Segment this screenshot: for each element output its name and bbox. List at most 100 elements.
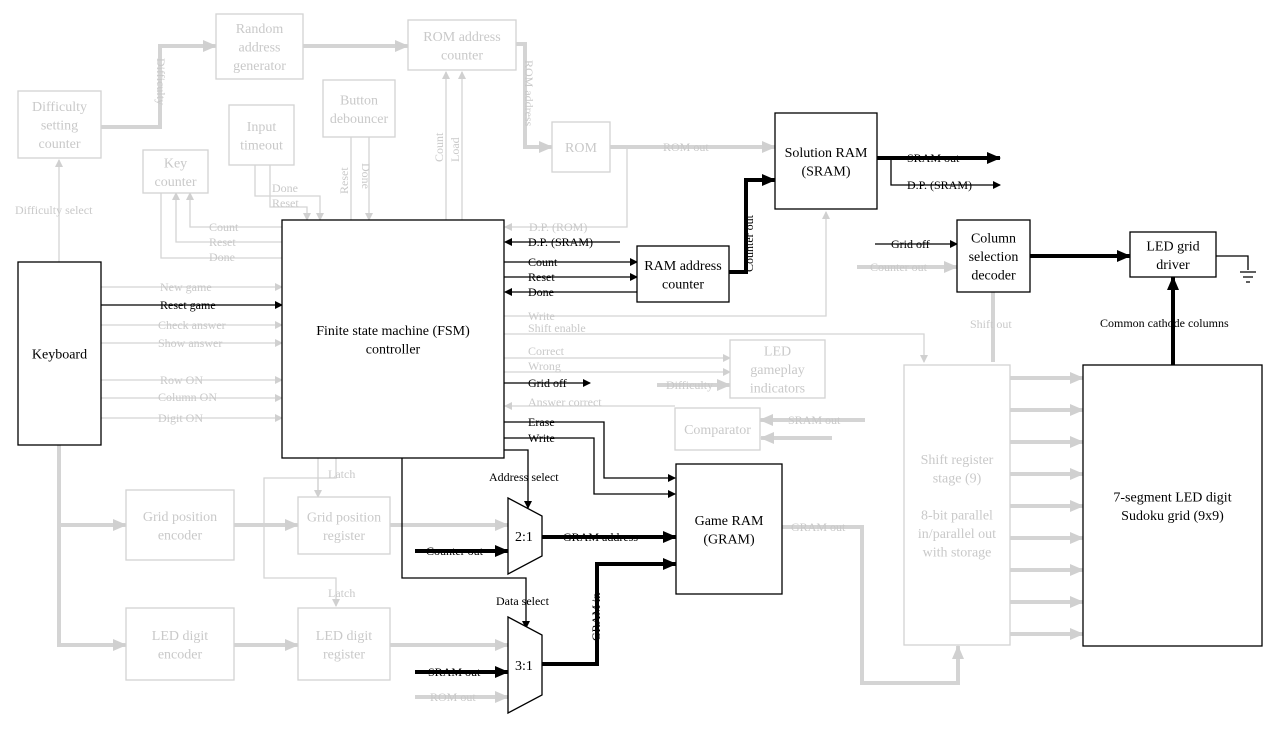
block-button-debouncer-text: Button <box>340 93 378 108</box>
block-led-indicators-text: LED <box>764 345 791 360</box>
block-difficulty-counter-text: setting <box>41 119 78 134</box>
block-rom-counter-text: counter <box>441 48 483 63</box>
block-rom-counter: ROM address counter <box>407 19 517 71</box>
block-shift-register: Shift register stage (9) 8-bit parallel in/… <box>903 364 1011 646</box>
signal-label-new-game: New game <box>160 280 212 294</box>
block-comparator: Comparator <box>674 407 761 451</box>
signal-label-reset-v: Reset <box>337 167 351 194</box>
signal-label-rom-out: ROM out <box>663 140 709 154</box>
block-input-timeout-text: timeout <box>240 138 283 153</box>
signal-label-check-answer: Check answer <box>158 318 226 332</box>
signal-label-done-v: Done <box>359 163 373 189</box>
signal-label-grid-off-in: Grid off <box>891 237 930 251</box>
mux-2-1-label: 2:1 <box>515 530 533 545</box>
block-grid-pos-register: Grid position register <box>297 496 391 555</box>
block-led-indicators-text: gameplay <box>750 363 804 378</box>
signal-label-wrong: Wrong <box>528 359 561 373</box>
block-random-address-text: generator <box>233 59 286 74</box>
block-game-ram: Game RAM(GRAM) <box>675 463 783 595</box>
block-grid-pos-register-text: Grid position <box>307 510 381 525</box>
block-grid-display-text: 7-segment LED digit <box>1113 490 1231 505</box>
block-ram-addr-counter-text: counter <box>662 277 704 292</box>
signal-label-reset: Reset <box>209 235 236 249</box>
block-button-debouncer-text: debouncer <box>330 112 389 127</box>
block-grid-pos-encoder: Grid position encoder <box>125 489 235 561</box>
block-sram: Solution RAM(SRAM) <box>774 112 878 210</box>
signal-label-answer-correct: Answer correct <box>528 395 602 409</box>
block-rom-counter-text: ROM address <box>423 30 500 45</box>
signal-label-counter-out-v: Counter out <box>742 214 756 272</box>
block-rom: ROM <box>551 121 611 173</box>
mux-2-1: 2:1 <box>507 496 543 576</box>
block-rom-text: ROM <box>565 141 597 156</box>
signal-label-data-select: Data select <box>496 594 550 608</box>
block-difficulty-counter-text: counter <box>39 137 81 152</box>
signal-label-rom-address: ROM address <box>522 60 536 127</box>
signal-label-difficulty-ind: Difficulty <box>666 378 713 392</box>
block-difficulty-counter: Difficulty setting counter <box>17 90 102 159</box>
block-col-decoder-text: Column <box>971 232 1016 247</box>
signal-label-sram-out-top: SRAM out <box>907 151 960 165</box>
block-led-indicators-text: indicators <box>750 382 805 397</box>
signal-label-count-v: Count <box>432 132 446 162</box>
block-button-debouncer: Button debouncer <box>322 79 396 138</box>
block-difficulty-counter-text: Difficulty <box>32 100 87 115</box>
block-col-decoder-text: selection <box>969 250 1019 265</box>
block-grid-display-text: Sudoku grid (9x9) <box>1121 509 1224 524</box>
signal-label-show-answer: Show answer <box>158 336 222 350</box>
block-grid-pos-encoder-text: Grid position <box>143 510 217 525</box>
block-fsm: Finite state machine (FSM) controller <box>281 219 505 459</box>
signal-label-column-on: Column ON <box>158 390 217 404</box>
block-key-counter-text: Key <box>164 156 187 171</box>
signal-label-grid-off: Grid off <box>528 376 567 390</box>
block-fsm-text: Finite state machine (FSM) <box>316 324 470 339</box>
signal-label-reset: Reset <box>272 196 299 210</box>
signal-label-latch2: Latch <box>328 586 355 600</box>
signal-label-gram-address: GRAM address <box>563 530 638 544</box>
block-shift-register-text: in/parallel out <box>918 527 996 542</box>
signal-label-dp-sram-top: D.P. (SRAM) <box>907 178 972 192</box>
block-led-driver-text: driver <box>1156 258 1190 273</box>
signal-label-write: Write <box>528 431 555 445</box>
signal-label-gram-in: GRAM in <box>589 593 603 641</box>
block-grid-pos-register-text: register <box>323 529 365 544</box>
block-fsm-text: controller <box>366 342 421 357</box>
block-shift-register-text: Shift register <box>921 453 994 468</box>
signal-label-erase: Erase <box>528 415 555 429</box>
block-col-decoder-text: decoder <box>971 269 1016 284</box>
block-shift-register-text: 8-bit parallel <box>921 508 993 523</box>
block-led-digit-encoder: LED digit encoder <box>125 607 235 681</box>
block-grid-pos-encoder-text: encoder <box>158 528 203 543</box>
signal-label-write-top: Write <box>528 309 555 323</box>
block-keyboard-text: Keyboard <box>32 348 87 363</box>
signal-label-address-select: Address select <box>489 470 559 484</box>
block-shift-register-text: stage (9) <box>933 471 982 486</box>
signal-label-difficulty: Difficulty <box>154 58 168 105</box>
block-led-digit-encoder-text: LED digit <box>152 629 208 644</box>
signal-label-sram-out-mux: SRAM out <box>428 665 481 679</box>
block-sram-text: (SRAM) <box>801 164 850 179</box>
signal-label-correct: Correct <box>528 344 565 358</box>
block-comparator-text: Comparator <box>684 423 751 438</box>
signal-label-difficulty-select: Difficulty select <box>15 203 93 217</box>
block-led-digit-encoder-text: encoder <box>158 647 203 662</box>
signal-label-reset-game: Reset game <box>160 298 216 312</box>
block-game-ram-text: Game RAM <box>695 514 764 529</box>
signal-label-common-cathode: Common cathode columns <box>1100 316 1229 330</box>
block-ram-addr-counter-text: RAM address <box>644 259 721 274</box>
signal-label-dp-rom: D.P. (ROM) <box>529 220 587 234</box>
signal-label-fsm-count: Count <box>528 255 558 269</box>
block-ram-addr-counter: RAM address counter <box>636 245 730 303</box>
block-shift-register-text: with storage <box>923 545 992 560</box>
mux-3-1-label: 3:1 <box>515 659 533 674</box>
active-wires <box>101 152 1256 678</box>
inactive-wires <box>55 40 1084 703</box>
block-random-address-text: Random <box>236 22 284 37</box>
